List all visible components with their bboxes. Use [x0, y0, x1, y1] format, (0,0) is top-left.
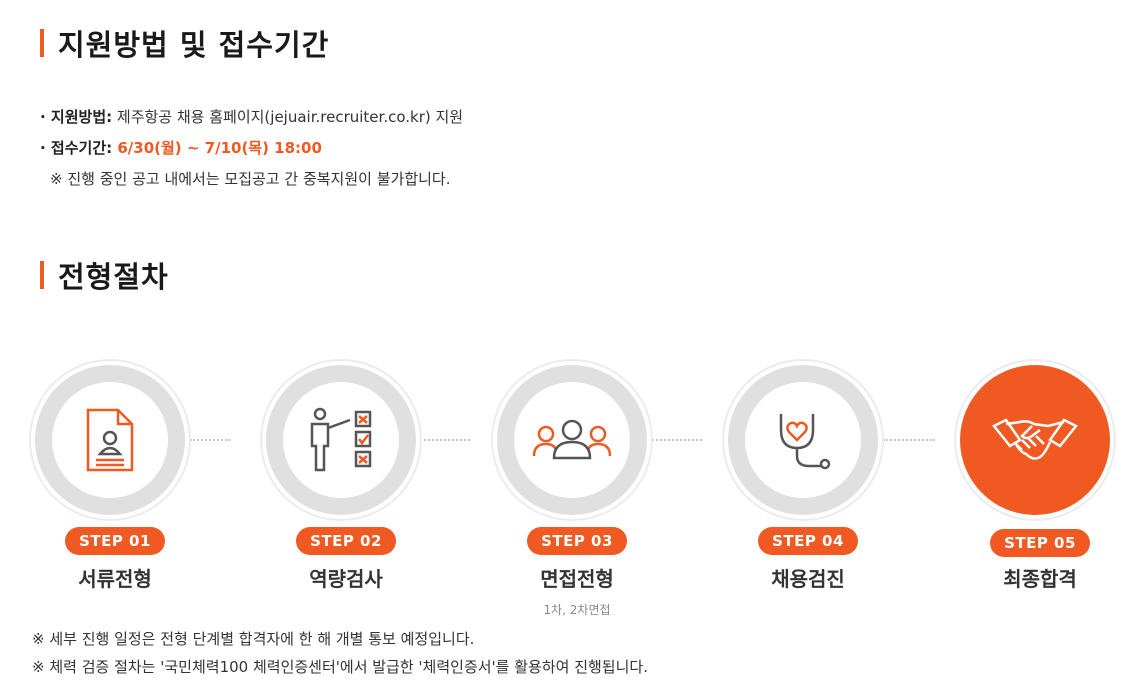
step-connector	[420, 439, 470, 441]
stethoscope-heart-icon	[779, 414, 831, 470]
apply-period-value: 6/30(월) ~ 7/10(목) 18:00	[112, 139, 322, 157]
document-profile-icon	[86, 408, 134, 472]
checklist-person-icon	[310, 407, 372, 472]
process-step-4: STEP 04 채용검진	[728, 365, 878, 625]
apply-method-line: · 지원방법: 제주항공 채용 홈페이지(jejuair.recruiter.c…	[40, 108, 463, 126]
process-note: ※ 체력 검증 절차는 '국민체력100 체력인증센터'에서 발급한 '체력인증…	[32, 658, 648, 676]
section-title-process: 전형절차	[40, 254, 169, 296]
process-step-3: STEP 03 면접전형 1차, 2차면접	[497, 365, 647, 625]
step-subtext: 1차, 2차면접	[543, 603, 611, 617]
step-name: 채용검진	[771, 567, 845, 591]
apply-period-label: · 접수기간:	[40, 139, 113, 157]
section-title-text: 지원방법 및 접수기간	[58, 28, 330, 62]
apply-period-line: · 접수기간: 6/30(월) ~ 7/10(목) 18:00	[40, 139, 322, 157]
step-circle	[35, 365, 185, 515]
step-circle-final	[960, 365, 1110, 515]
step-badge: STEP 04	[758, 527, 858, 555]
group-people-icon	[532, 419, 612, 460]
apply-method-value: 제주항공 채용 홈페이지(jejuair.recruiter.co.kr) 지원	[112, 108, 464, 126]
step-circle	[728, 365, 878, 515]
step-circle	[497, 365, 647, 515]
step-badge: STEP 05	[990, 529, 1090, 557]
section-title-apply: 지원방법 및 접수기간	[40, 22, 329, 64]
step-name: 면접전형	[540, 567, 614, 591]
process-step-5: STEP 05 최종합격	[960, 365, 1110, 625]
title-accent-bar	[40, 261, 44, 289]
process-note: ※ 세부 진행 일정은 전형 단계별 합격자에 한 해 개별 통보 예정입니다.	[32, 630, 475, 648]
handshake-icon	[992, 418, 1078, 460]
step-connector	[190, 439, 230, 441]
step-name: 서류전형	[78, 567, 152, 591]
process-step-1: STEP 01 서류전형	[35, 365, 185, 625]
step-connector	[883, 439, 935, 441]
step-badge: STEP 02	[296, 527, 396, 555]
duplicate-apply-notice: ※ 진행 중인 공고 내에서는 모집공고 간 중복지원이 불가합니다.	[50, 170, 451, 188]
step-circle	[266, 365, 416, 515]
step-name: 역량검사	[309, 567, 383, 591]
step-name: 최종합격	[1003, 567, 1077, 591]
title-accent-bar	[40, 29, 44, 57]
process-step-2: STEP 02 역량검사	[266, 365, 416, 625]
apply-method-label: · 지원방법:	[40, 108, 113, 126]
section-title-text: 전형절차	[58, 260, 169, 294]
step-badge: STEP 03	[527, 527, 627, 555]
step-badge: STEP 01	[65, 527, 165, 555]
step-connector	[652, 439, 702, 441]
